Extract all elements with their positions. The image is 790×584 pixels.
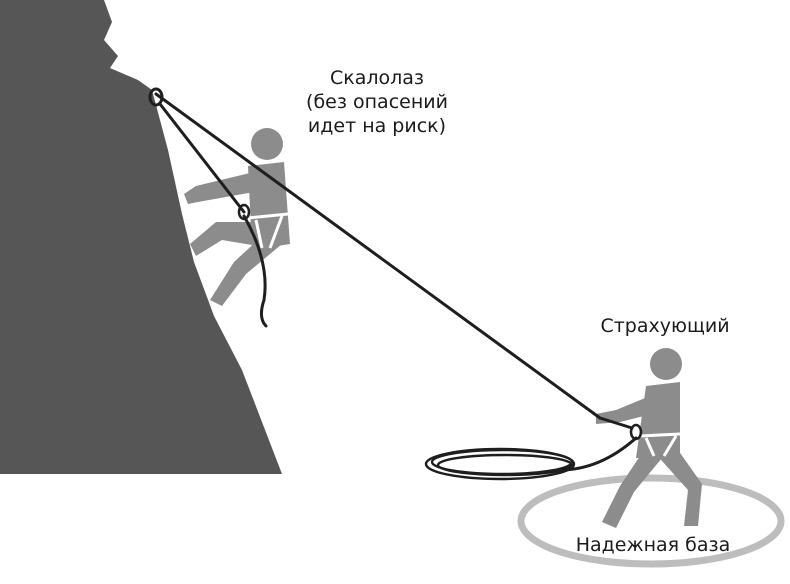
- secure-base-label: Надежная база: [575, 534, 731, 556]
- climber-label-line-3: идет на риск): [307, 115, 447, 137]
- rope: [154, 92, 638, 472]
- climber-label-line-2: (без опасений: [306, 91, 448, 113]
- belayer-figure: [596, 348, 702, 528]
- coiled-rope: [424, 447, 576, 481]
- secure-base-ring: [517, 474, 785, 568]
- belayer-label: Страхующий: [600, 315, 730, 337]
- rock-cliff: [0, 0, 282, 474]
- climber-label: Скалолаз (без опасений идет на риск): [292, 66, 462, 138]
- climber-figure: [184, 128, 290, 306]
- climber-label-line-1: Скалолаз: [329, 67, 425, 89]
